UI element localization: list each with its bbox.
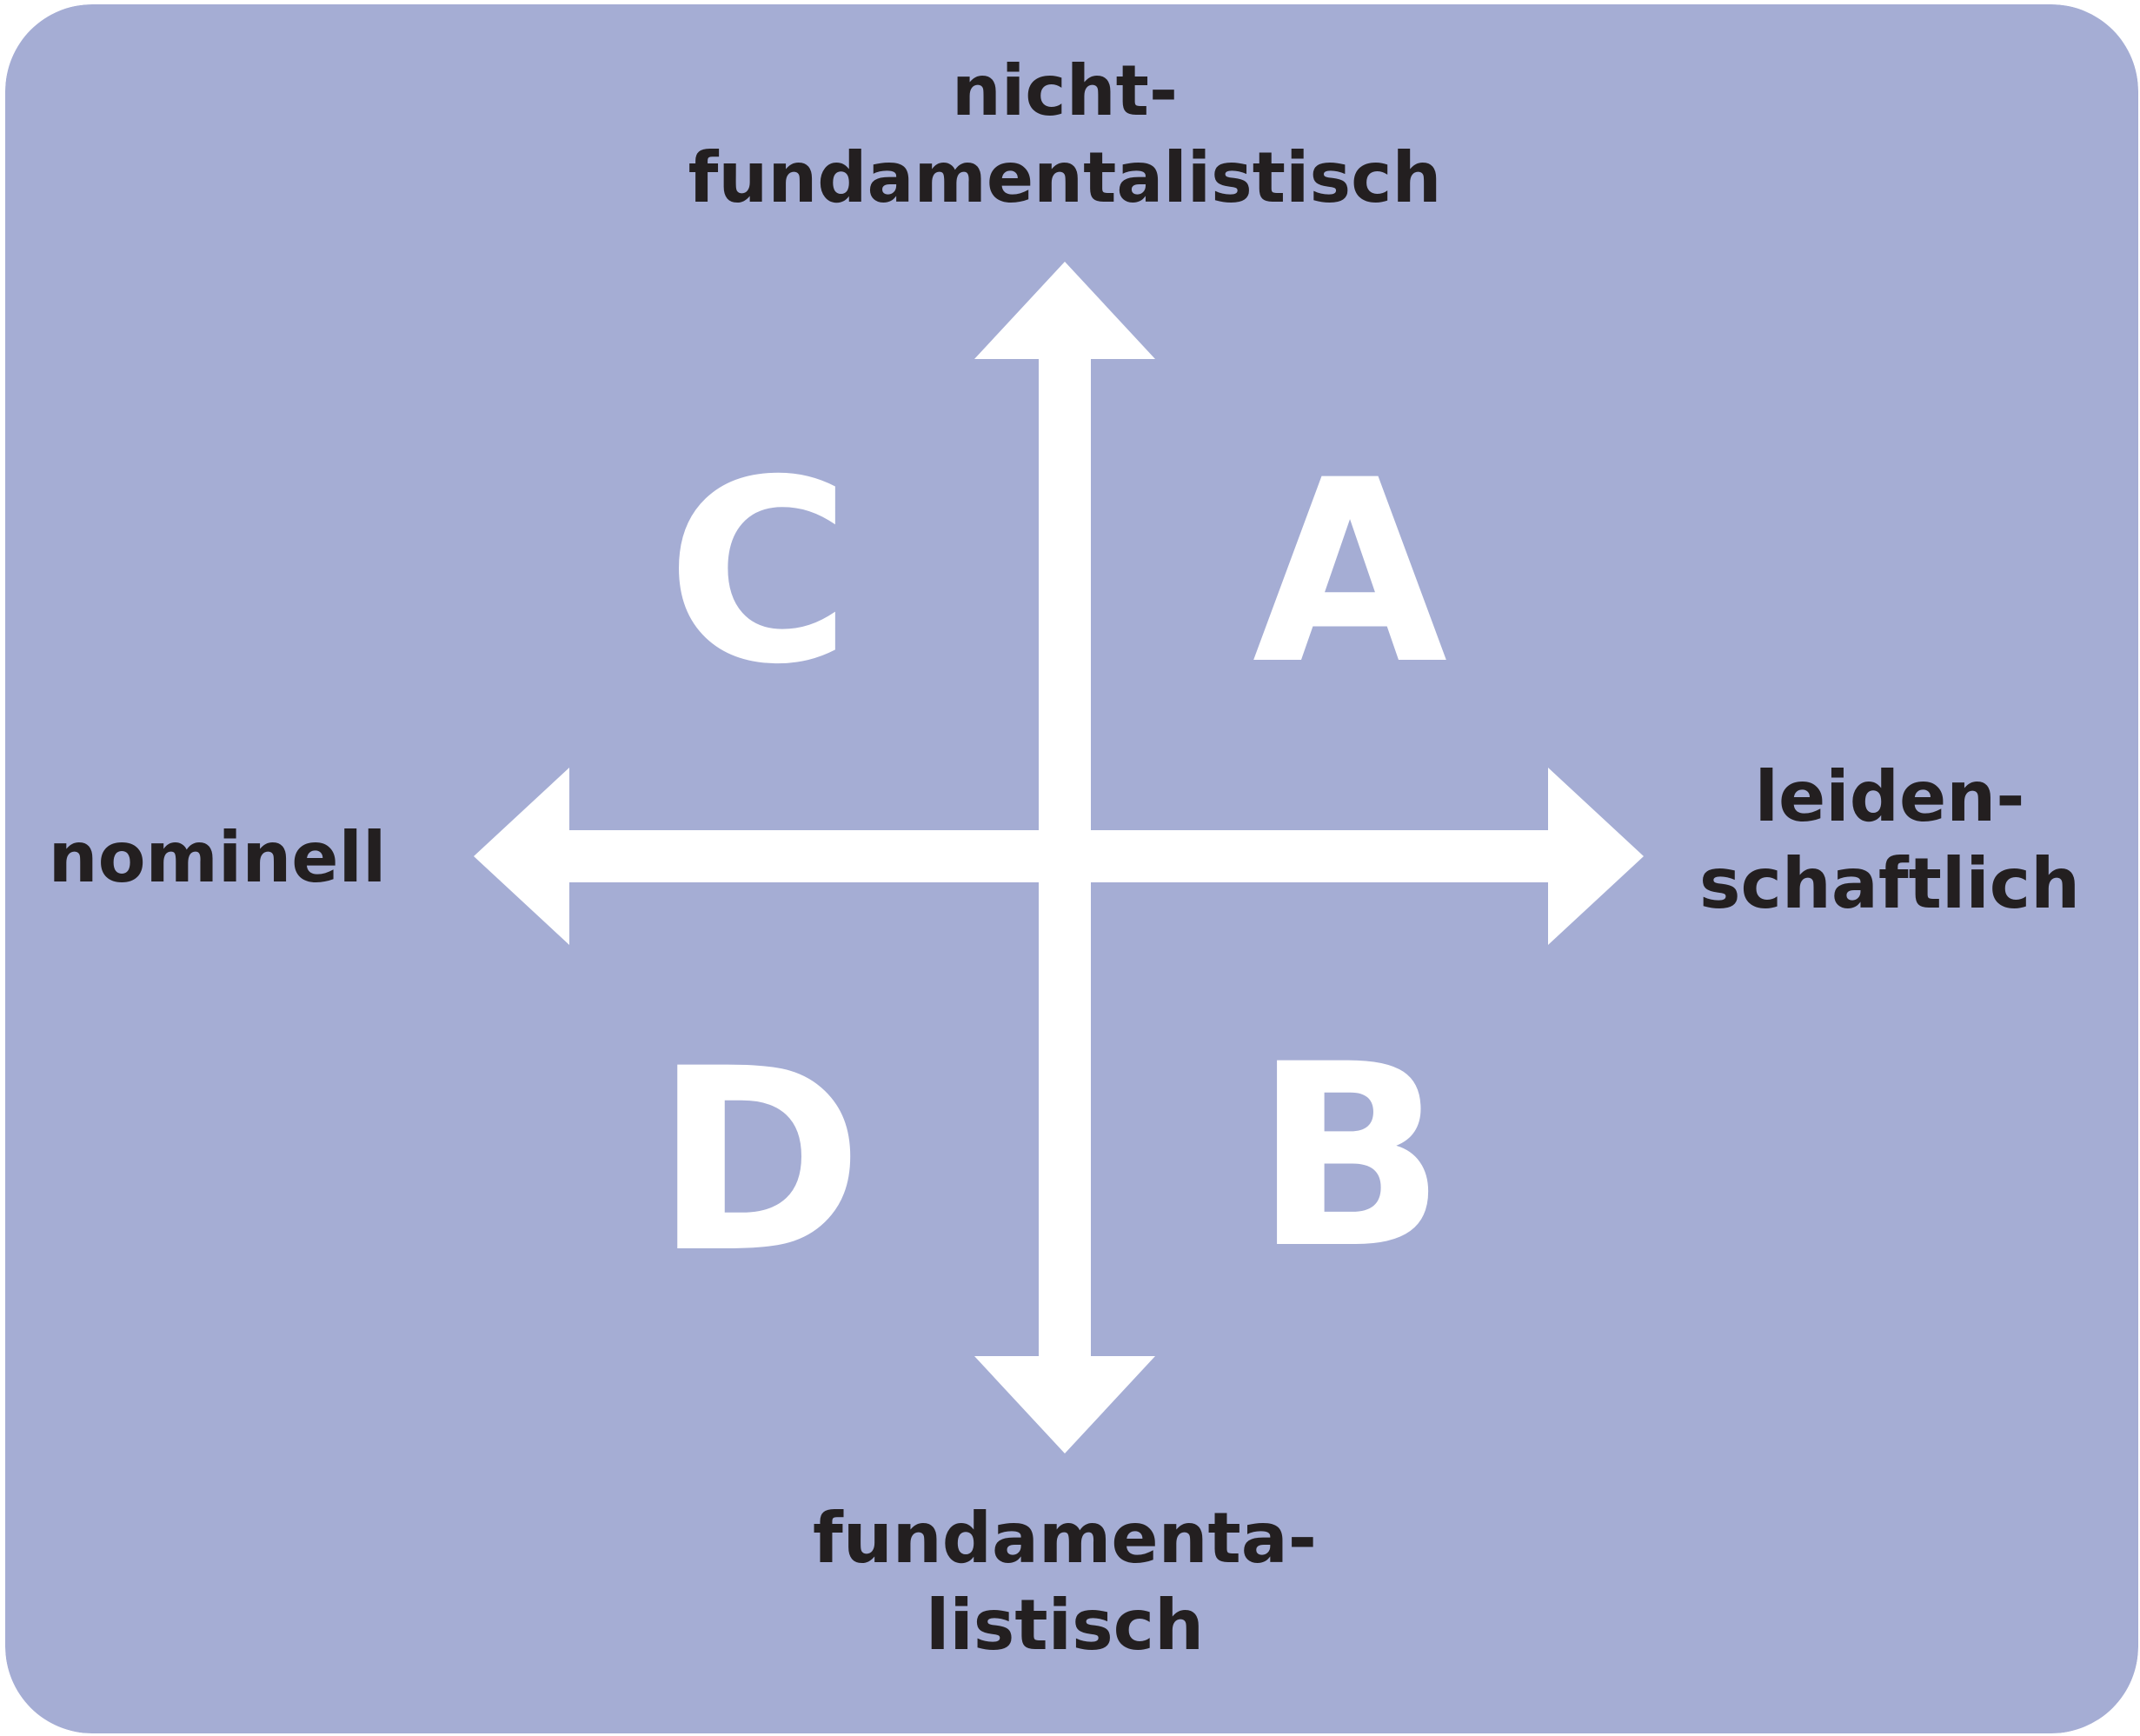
quadrant-label-bottom-right: B xyxy=(1253,1011,1446,1304)
quadrant-label-bottom-left: D xyxy=(654,1015,864,1308)
axis-label-top-line1: nicht- xyxy=(951,50,1179,131)
quadrant-label-top-right: A xyxy=(1252,427,1448,720)
axis-label-left-line1: nominell xyxy=(48,817,387,898)
axis-label-left: nominell xyxy=(35,815,400,901)
axis-label-bottom-line1: fundamenta- xyxy=(813,1498,1317,1579)
axis-label-bottom: fundamenta- listisch xyxy=(717,1495,1412,1669)
axis-label-right-line2: schaftlich xyxy=(1698,843,2081,924)
axis-label-right-line1: leiden- xyxy=(1754,756,2025,837)
quadrant-label-top-left: C xyxy=(666,427,852,720)
axes-graphic xyxy=(5,4,2138,1733)
horizontal-arrow xyxy=(474,768,1644,945)
axis-label-top: nicht- fundamentalistisch xyxy=(630,48,1499,222)
diagram-panel: nicht- fundamentalistisch fundamenta- li… xyxy=(5,4,2138,1733)
axis-label-right: leiden- schaftlich xyxy=(1664,754,2116,928)
axis-label-top-line2: fundamentalistisch xyxy=(688,137,1442,218)
axis-label-bottom-line2: listisch xyxy=(925,1585,1205,1666)
